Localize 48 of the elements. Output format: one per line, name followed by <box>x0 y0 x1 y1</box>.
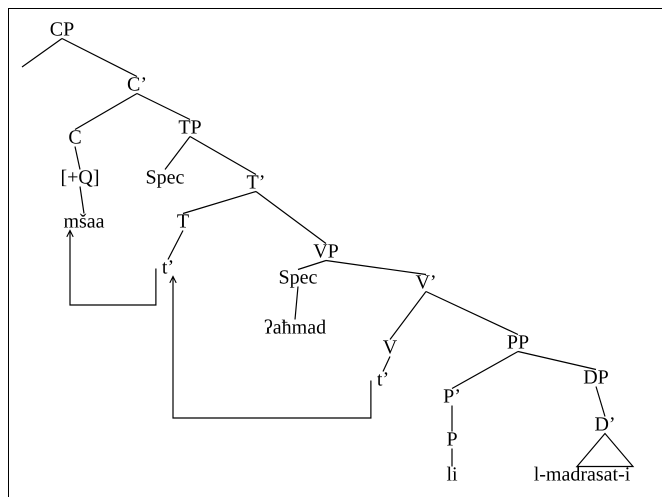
branch-line <box>256 191 326 244</box>
branch-line <box>74 92 138 130</box>
branch-line <box>390 291 426 340</box>
category-label: PP <box>506 332 530 354</box>
category-label: V’ <box>415 272 437 294</box>
branch-line <box>452 350 518 390</box>
category-label: T’ <box>246 172 266 194</box>
word-label: t’ <box>376 370 390 390</box>
branch-line <box>294 286 299 320</box>
category-label: DP <box>583 368 609 388</box>
category-label: CP <box>50 20 74 40</box>
word-label: ʔaħmad <box>264 318 326 338</box>
branch-line <box>182 190 256 214</box>
branch-line <box>164 136 190 170</box>
category-label: P <box>446 430 458 450</box>
category-label: C <box>68 128 82 148</box>
branch-line <box>426 290 518 336</box>
word-label: l-madrasat-i <box>534 464 630 486</box>
movement-arrow <box>66 230 156 306</box>
category-label: VP <box>313 242 339 262</box>
movement-arrow <box>169 276 372 419</box>
branch-line <box>451 448 453 466</box>
word-label: t’ <box>162 258 174 278</box>
branch-line <box>382 356 391 372</box>
category-label: Spec <box>146 168 184 188</box>
branch-line <box>136 92 190 120</box>
category-label: V <box>382 338 398 358</box>
category-label: Spec <box>278 268 318 288</box>
branch-line <box>190 136 256 176</box>
word-label: mšaa <box>63 212 105 232</box>
branch-line <box>298 260 326 270</box>
category-label: C’ <box>127 74 147 96</box>
triangle-branch <box>576 432 634 468</box>
branch-line <box>595 386 606 417</box>
branch-line <box>326 260 426 276</box>
branch-line <box>167 230 184 260</box>
branch-line <box>62 38 138 78</box>
branch-line <box>74 146 81 170</box>
category-label: T <box>176 212 190 232</box>
branch-line <box>22 38 62 68</box>
category-label: [+Q] <box>60 168 100 188</box>
word-label: li <box>446 464 458 486</box>
branch-line <box>518 350 596 370</box>
category-label: D’ <box>594 414 616 436</box>
branch-line <box>79 186 85 214</box>
branch-line <box>451 406 453 432</box>
category-label: TP <box>178 118 202 138</box>
category-label: P’ <box>443 386 461 408</box>
